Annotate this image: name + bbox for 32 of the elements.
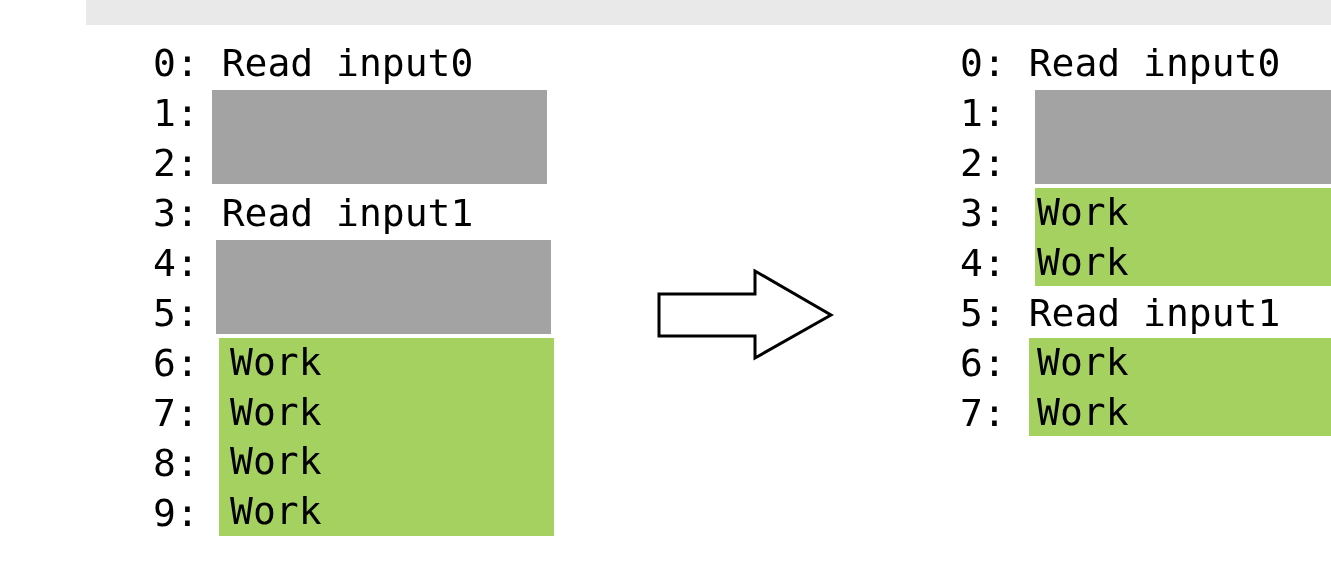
line-text: 5: <box>153 290 199 337</box>
work-block <box>219 338 554 536</box>
filler-block <box>216 240 551 334</box>
line-text: 0: Read input0 <box>153 40 474 87</box>
line-text: 2: <box>153 140 199 187</box>
work-block <box>1035 188 1331 286</box>
line-text: 7: <box>960 390 1006 437</box>
line-text: 0: Read input0 <box>960 40 1281 87</box>
step-text: Work <box>230 339 323 386</box>
line-text: 6: <box>153 340 199 387</box>
step-text: Work <box>230 388 323 436</box>
filler-block <box>212 90 547 184</box>
line-text: 1: <box>153 90 199 137</box>
filler-block <box>1035 90 1331 184</box>
work-block <box>1029 338 1331 436</box>
line-text: 4: <box>960 240 1006 287</box>
line-text: 7: <box>153 390 199 437</box>
line-text: 9: <box>153 490 199 537</box>
step-text: Work <box>1037 339 1130 386</box>
line-text: 5: Read input1 <box>960 290 1281 337</box>
step-text: Work <box>1037 388 1130 436</box>
step-text: Work <box>1037 238 1130 286</box>
line-text: 4: <box>153 240 199 287</box>
step-text: Work <box>230 487 323 535</box>
line-text: 8: <box>153 440 199 487</box>
line-text: 3: <box>960 190 1006 237</box>
step-text: Work <box>1037 189 1130 236</box>
line-text: 6: <box>960 340 1006 387</box>
step-text: Work <box>230 438 323 485</box>
line-text: 2: <box>960 140 1006 187</box>
line-text: 3: Read input1 <box>153 190 474 237</box>
line-text: 1: <box>960 90 1006 137</box>
